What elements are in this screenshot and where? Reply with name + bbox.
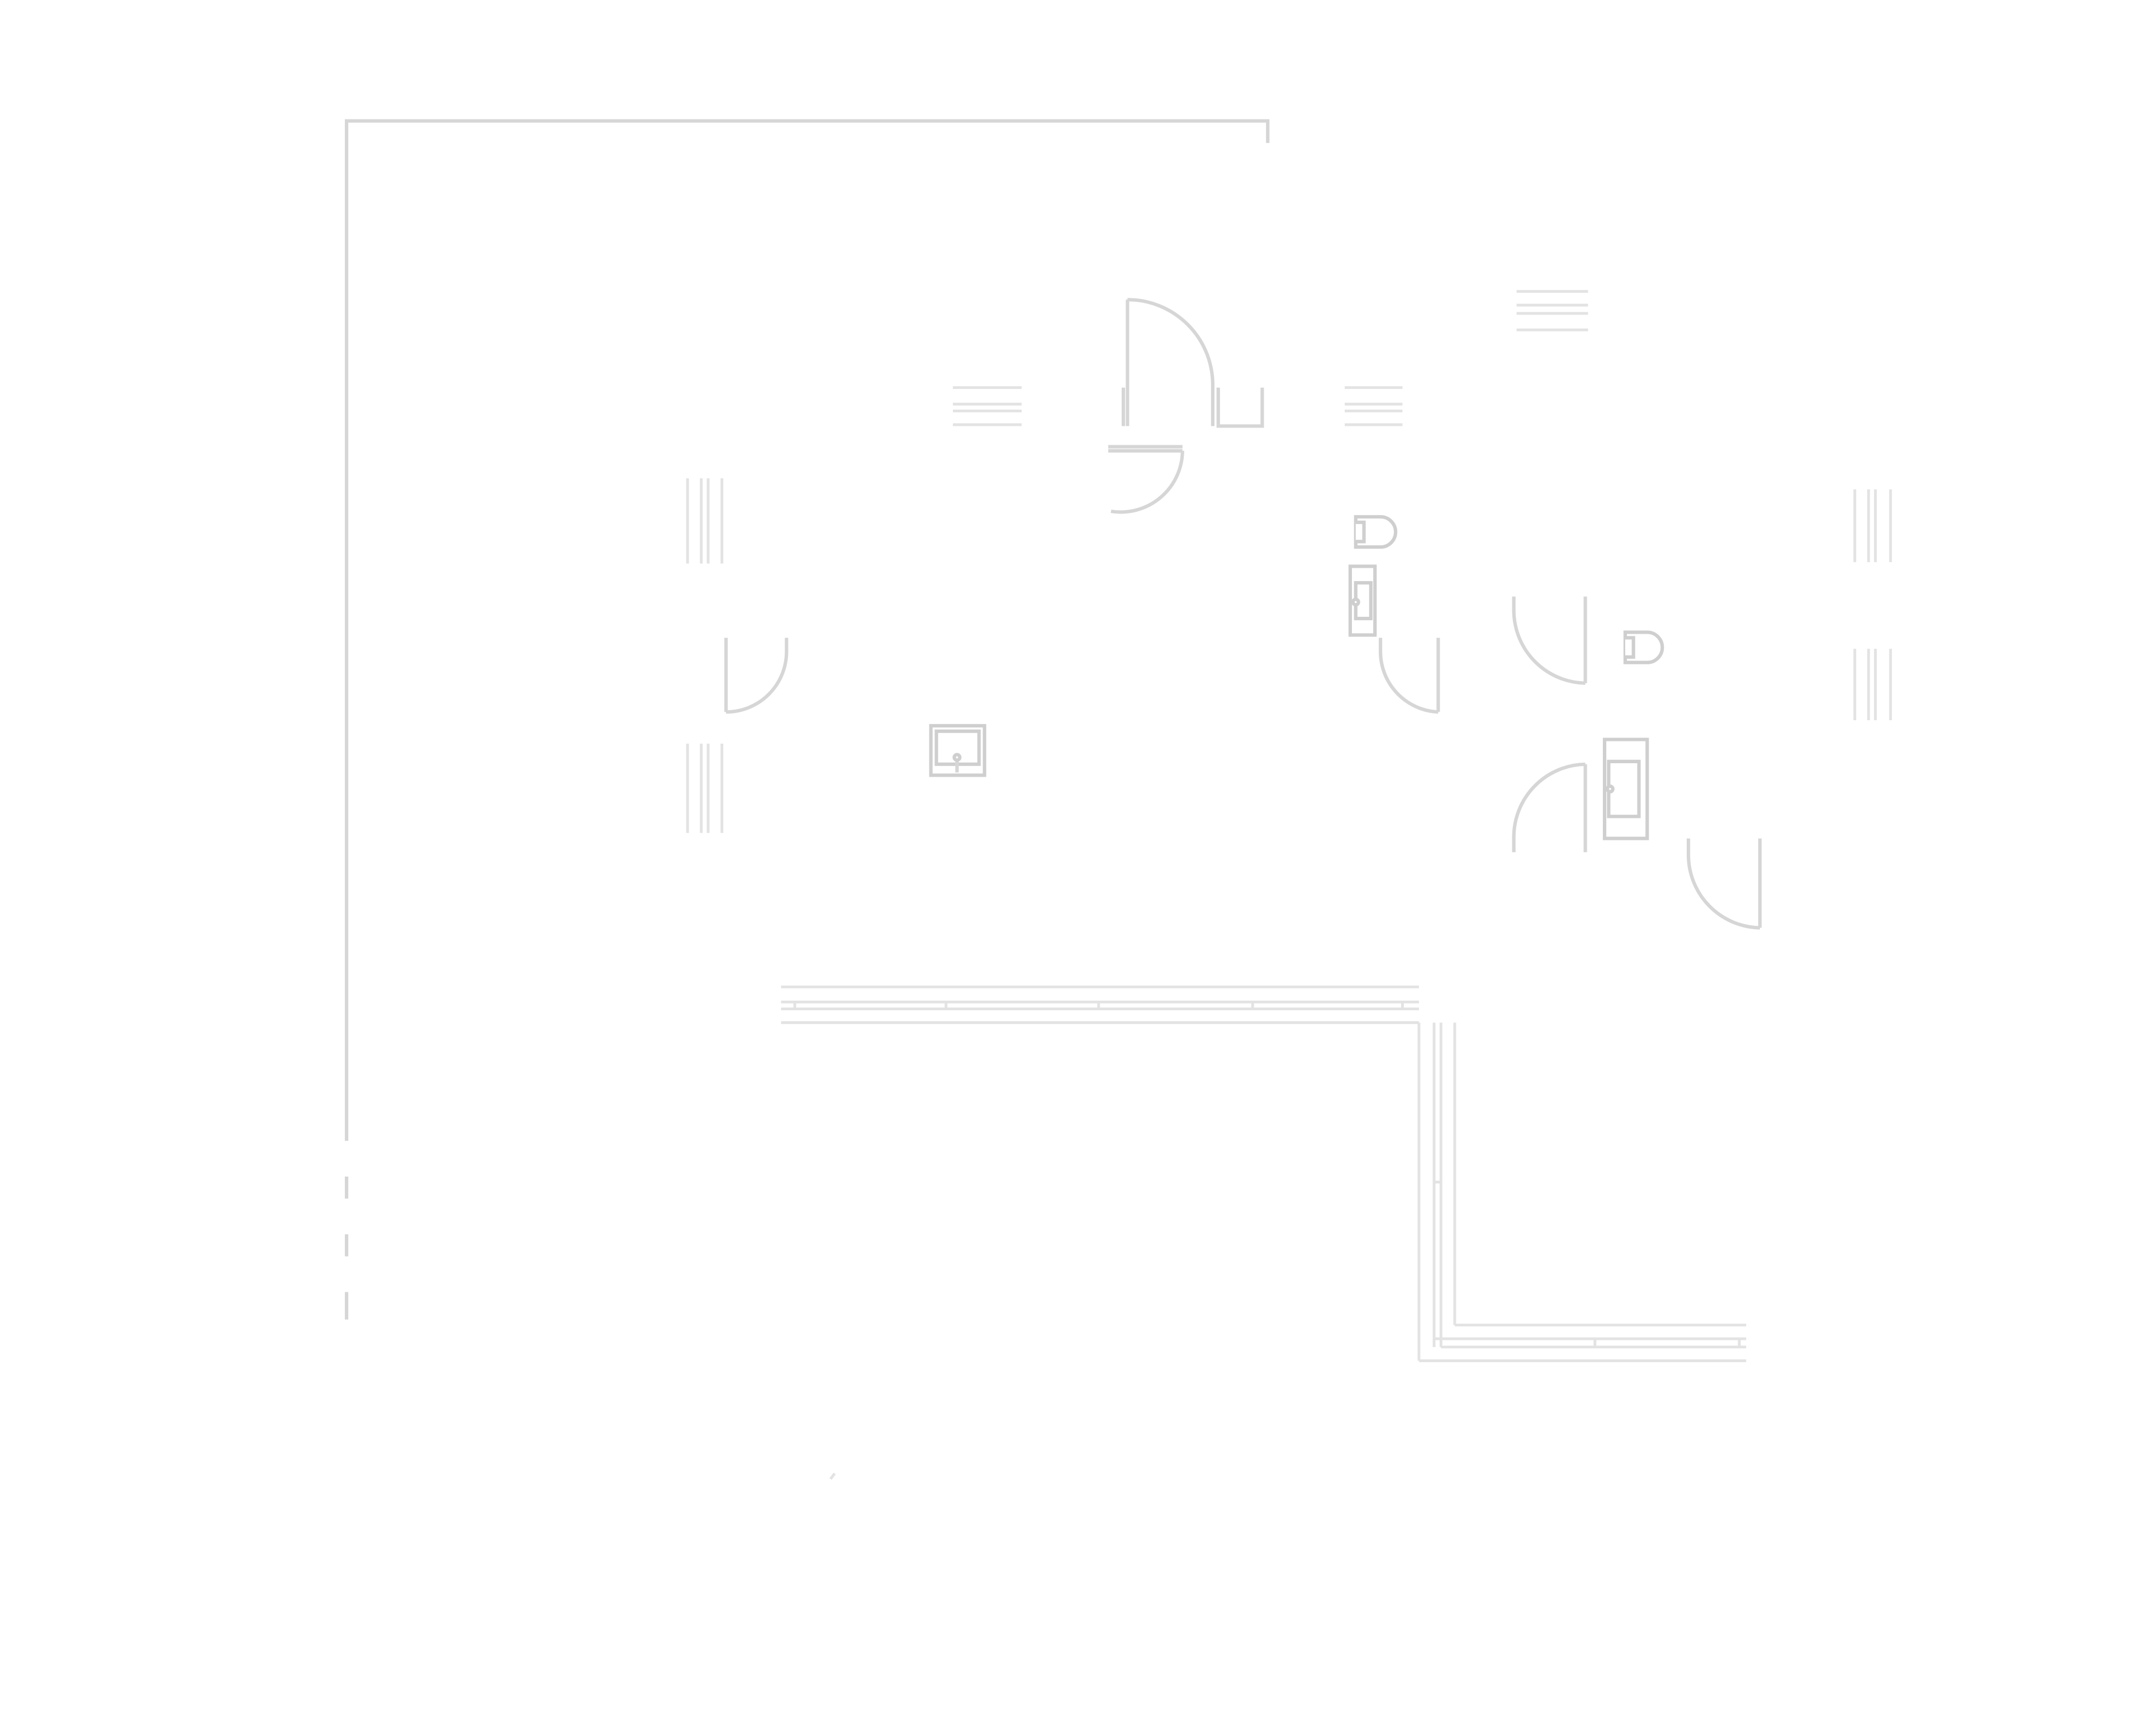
outer-wall <box>345 119 1270 1320</box>
window-bottom-right <box>1418 1323 1747 1362</box>
drawing-mark <box>829 1472 836 1480</box>
door-bath-3 <box>1512 762 1587 853</box>
toilet-lower <box>1623 630 1664 664</box>
window-left-lower <box>686 743 724 833</box>
window-top-right <box>1516 290 1588 331</box>
washbasin-2 <box>929 724 986 777</box>
window-right-lower <box>1853 649 1892 721</box>
toilet-upper <box>1354 515 1398 549</box>
door-closet <box>1216 387 1264 428</box>
washbasin-1 <box>1348 564 1377 637</box>
door-right <box>1687 838 1762 930</box>
door-upper-swing <box>1108 445 1184 514</box>
window-long-vertical <box>1417 1022 1456 1361</box>
window-right-upper <box>1853 489 1892 563</box>
window-top-middle <box>1345 386 1403 426</box>
door-bath-1 <box>1378 638 1440 714</box>
window-top-left <box>952 386 1022 426</box>
door-left <box>724 638 789 714</box>
window-left-upper <box>686 478 724 564</box>
washbasin-3 <box>1602 738 1649 840</box>
door-bath-2 <box>1512 596 1587 685</box>
door-main-upper <box>1121 298 1214 426</box>
window-long-horizontal <box>781 985 1419 1024</box>
